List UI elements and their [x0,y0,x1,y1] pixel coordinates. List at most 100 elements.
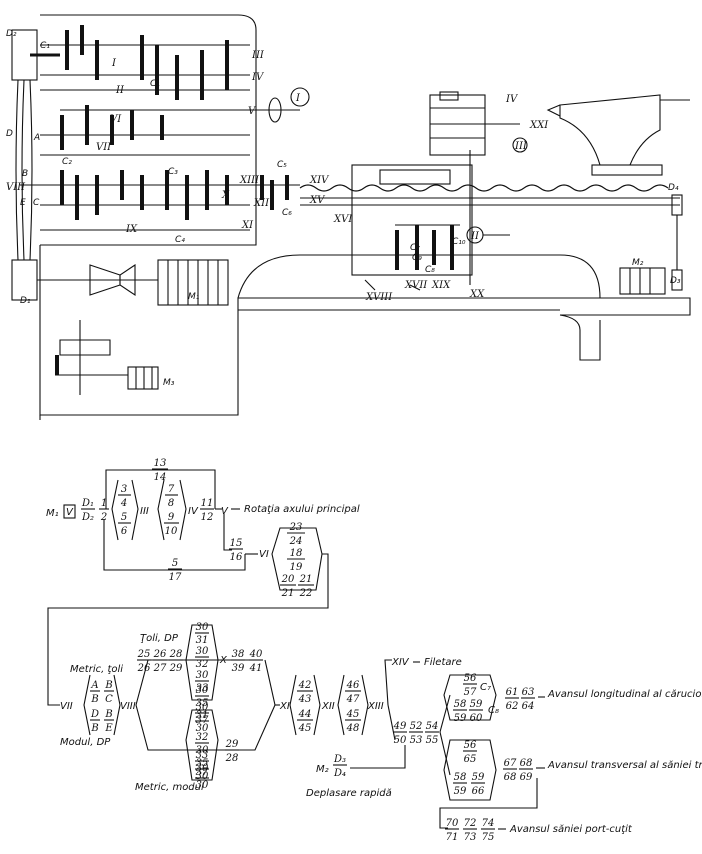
svg-text:11: 11 [201,498,214,509]
svg-text:35: 35 [196,758,209,769]
frac-54-55: 54 55 [425,721,439,746]
svg-text:31: 31 [196,710,209,721]
frac-28-29: 28 29 [169,649,183,674]
frac-30-33: 30 33 [195,670,209,694]
frac-B-E: B E [104,709,114,734]
svg-text:XVIII: XVIII [365,292,393,303]
svg-text:65: 65 [464,754,477,765]
svg-text:C₅: C₅ [277,160,287,170]
svg-text:61: 61 [506,687,519,698]
svg-text:3: 3 [121,484,127,495]
svg-text:23: 23 [289,522,303,533]
frac-59-66: 59 66 [471,772,485,797]
frac-46-47: 46 47 [345,680,361,705]
svg-text:M₂: M₂ [632,258,644,268]
svg-text:31: 31 [196,635,209,646]
motion-I-label: I [295,93,301,104]
svg-text:43: 43 [298,694,312,705]
svg-text:14: 14 [154,472,167,483]
motion-II-label: II [470,231,480,242]
svg-text:IV: IV [505,94,519,105]
inch-dp-label: Ţoli, DP [140,633,179,644]
svg-text:XII: XII [253,198,270,209]
frac-15-16: 15 16 [229,538,243,563]
svg-text:72: 72 [464,818,477,829]
frac-72-73: 72 73 [463,818,477,843]
svg-text:15: 15 [230,538,243,549]
svg-text:63: 63 [522,687,535,698]
frac-31-30: 31 30 [195,710,209,734]
gear-blocks [60,25,289,220]
svg-text:C₆: C₆ [282,208,292,218]
svg-text:32: 32 [196,732,209,743]
svg-text:V: V [221,506,229,517]
svg-text:70: 70 [446,818,459,829]
svg-text:XIX: XIX [431,280,451,291]
schematic-labels: D₂ D₁ D₃ D₄ I II III IV V VI VII VIII IX… [6,29,681,306]
svg-text:D₂: D₂ [81,512,94,523]
svg-text:XI: XI [279,701,290,712]
svg-text:64: 64 [522,701,535,712]
svg-text:30: 30 [196,622,209,633]
svg-text:21: 21 [281,588,295,599]
svg-text:16: 16 [230,552,243,563]
tool-post [429,94,486,156]
svg-text:47: 47 [346,694,360,705]
svg-text:III: III [251,50,265,61]
frac-1-2: 1 2 [99,498,109,523]
threading-label: Filetare [424,657,462,668]
svg-text:X: X [221,190,230,201]
svg-text:D: D [6,129,13,139]
svg-text:E: E [20,198,26,208]
svg-text:68: 68 [520,758,533,769]
svg-text:8: 8 [168,498,174,509]
main-spindle-rotation-label: Rotaţia axului principal [244,504,360,515]
svg-text:42: 42 [298,680,312,691]
svg-text:13: 13 [154,458,167,469]
svg-text:12: 12 [201,512,214,523]
svg-text:59: 59 [454,786,467,797]
svg-text:29: 29 [169,663,183,674]
frac-5-17: 5 17 [168,558,182,583]
svg-text:24: 24 [289,536,303,547]
frac-25-26: 25 26 [137,649,151,674]
svg-text:C₄: C₄ [175,235,185,245]
svg-text:B: B [90,694,98,705]
svg-text:A: A [33,133,40,143]
frac-D-B: D B [90,709,100,734]
svg-text:D₄: D₄ [668,183,679,193]
svg-text:D₁: D₁ [20,296,31,306]
clutch-box [63,504,76,519]
frac-A-B: A B [90,680,100,705]
svg-text:32: 32 [196,659,209,670]
svg-text:A: A [90,680,98,691]
frac-32-30: 32 30 [195,732,209,756]
svg-text:D: D [90,709,99,720]
frac-30-31: 30 31 [195,622,209,646]
svg-text:D₄: D₄ [333,768,346,779]
frac-37-30: 37 30 [195,767,209,791]
svg-text:59: 59 [470,699,483,710]
kinematic-chain: M₁ V D₁ D₂ 1 2 3 4 5 6 III 7 [46,458,702,843]
svg-text:55: 55 [426,735,439,746]
svg-text:X: X [219,655,228,666]
tailstock [559,94,661,166]
svg-text:28: 28 [169,649,183,660]
svg-text:37: 37 [196,767,209,778]
svg-text:58: 58 [454,699,467,710]
svg-text:38: 38 [232,649,245,660]
svg-text:C₃: C₃ [168,167,178,177]
frac-38-39: 38 39 [231,649,245,674]
frac-5-6: 5 6 [118,512,131,537]
frac-40-41: 40 41 [249,649,263,674]
svg-text:73: 73 [464,832,477,843]
svg-text:C₉: C₉ [412,253,422,263]
svg-text:20: 20 [281,574,295,585]
svg-text:68: 68 [504,772,517,783]
apron [351,164,473,276]
tool-slide-feed-label: Avansul săniei port-cuţit [509,824,633,835]
svg-text:XIII: XIII [367,701,384,712]
svg-text:D₂: D₂ [6,29,17,39]
svg-text:C₇: C₇ [480,682,491,693]
svg-text:67: 67 [504,758,517,769]
